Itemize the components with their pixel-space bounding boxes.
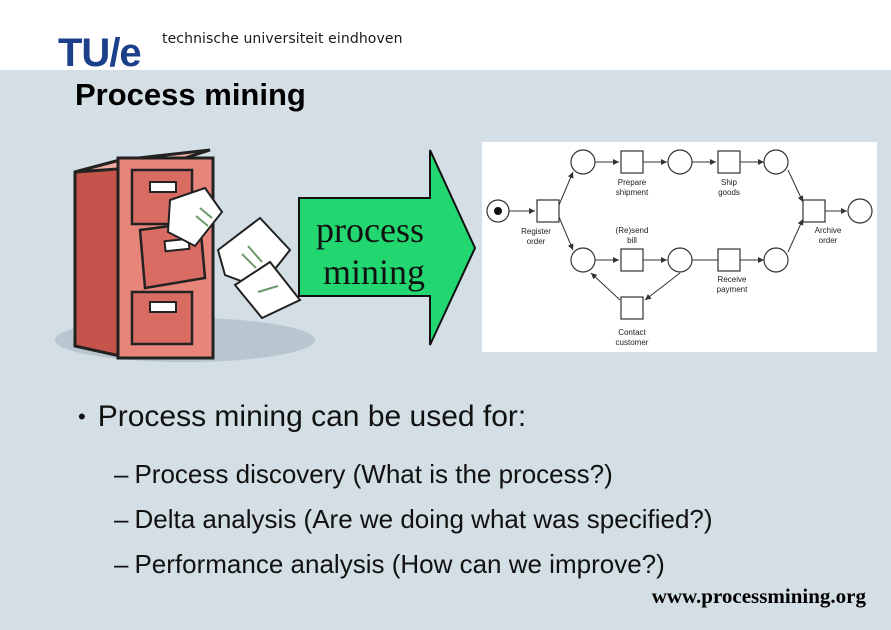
dash-icon: – [114, 504, 129, 534]
tue-logo: TU/e [58, 31, 142, 75]
label-prepare-1: Prepare [618, 178, 647, 187]
arrow-label-process: process [316, 210, 424, 250]
filing-cabinet-icon [55, 148, 315, 362]
label-contact-1: Contact [618, 328, 646, 337]
label-receive-2: payment [717, 285, 748, 294]
list-item: – Delta analysis (Are we doing what was … [114, 497, 713, 542]
label-register-2: order [527, 237, 546, 246]
petri-net-diagram: Register order Prepare shipment Ship goo… [482, 142, 877, 352]
main-bullet: • Process mining can be used for: [78, 400, 526, 434]
dash-icon: – [114, 459, 129, 489]
header-bar: TU/e technische universiteit eindhoven [0, 0, 891, 75]
illustration: process mining [55, 142, 877, 362]
dash-icon: – [114, 549, 129, 579]
process-mining-arrow: process mining [298, 149, 477, 346]
list-item-text: Performance analysis (How can we improve… [134, 549, 665, 579]
university-name: technische universiteit eindhoven [162, 31, 403, 47]
label-resend-2: bill [627, 236, 637, 245]
bullet-dot-icon: • [78, 404, 86, 429]
label-archive-1: Archive [815, 226, 842, 235]
label-prepare-2: shipment [616, 188, 649, 197]
footer-url-link[interactable]: www.processmining.org [651, 584, 866, 608]
paper-documents-icon [166, 186, 302, 320]
list-item-text: Process discovery (What is the process?) [134, 459, 613, 489]
list-item-text: Delta analysis (Are we doing what was sp… [134, 504, 713, 534]
arrow-label-mining: mining [323, 252, 425, 292]
label-receive-1: Receive [718, 275, 747, 284]
slide-title: Process mining [75, 77, 306, 112]
main-bullet-text: Process mining can be used for: [97, 400, 527, 433]
label-ship-2: goods [718, 188, 740, 197]
list-item: – Performance analysis (How can we impro… [114, 542, 713, 587]
sub-bullet-list: – Process discovery (What is the process… [114, 452, 713, 587]
label-register-1: Register [521, 227, 551, 236]
label-resend-1: (Re)send [616, 226, 649, 235]
logo-text: TU/e [58, 31, 141, 75]
label-ship-1: Ship [721, 178, 738, 187]
label-archive-2: order [819, 236, 838, 245]
list-item: – Process discovery (What is the process… [114, 452, 713, 497]
label-contact-2: customer [616, 338, 649, 347]
